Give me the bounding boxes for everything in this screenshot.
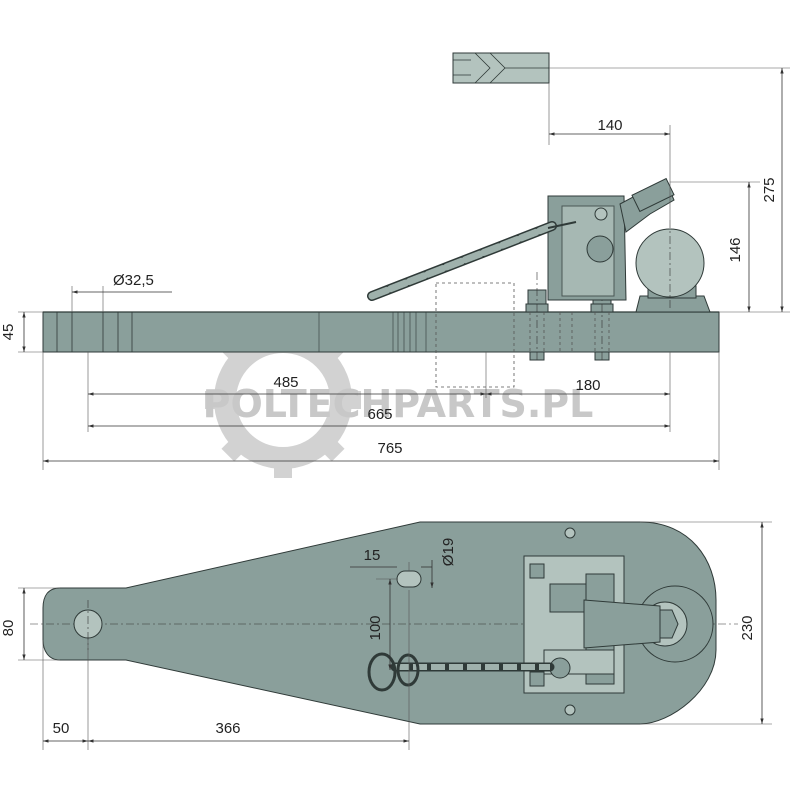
dim-765: 765 (377, 440, 402, 457)
tow-ball (635, 220, 711, 313)
dim-80: 80 (0, 620, 17, 637)
side-view: Ø32,5 45 485 180 665 765 140 146 (0, 52, 790, 470)
watermark-text: POLTECHPARTS.PL (203, 382, 594, 426)
dim-15: 15 (364, 547, 381, 564)
lock-lever-top (583, 599, 661, 649)
dim-366: 366 (215, 720, 240, 737)
dim-146: 146 (727, 237, 744, 262)
dim-thickness: 45 (0, 324, 17, 341)
slot (396, 570, 422, 588)
chain-side (367, 221, 577, 301)
lock-pin-head (586, 235, 614, 263)
dim-665: 665 (367, 406, 392, 423)
dim-hole-diameter: Ø32,5 (113, 272, 154, 289)
dim-180: 180 (575, 377, 600, 394)
dim-230: 230 (739, 615, 756, 640)
chain-top (367, 652, 555, 692)
dim-485: 485 (273, 374, 298, 391)
dim-100: 100 (367, 615, 384, 640)
hitch-pin (452, 52, 550, 84)
eye-hole-side (56, 312, 133, 352)
drawbar-side (42, 311, 720, 353)
hidden-outline (435, 282, 515, 388)
dim-slot-diameter: Ø19 (440, 538, 457, 566)
dim-275: 275 (761, 177, 778, 202)
dim-50: 50 (53, 720, 70, 737)
dim-140: 140 (597, 117, 622, 134)
top-view: 15 Ø19 100 80 230 50 366 (0, 521, 772, 750)
